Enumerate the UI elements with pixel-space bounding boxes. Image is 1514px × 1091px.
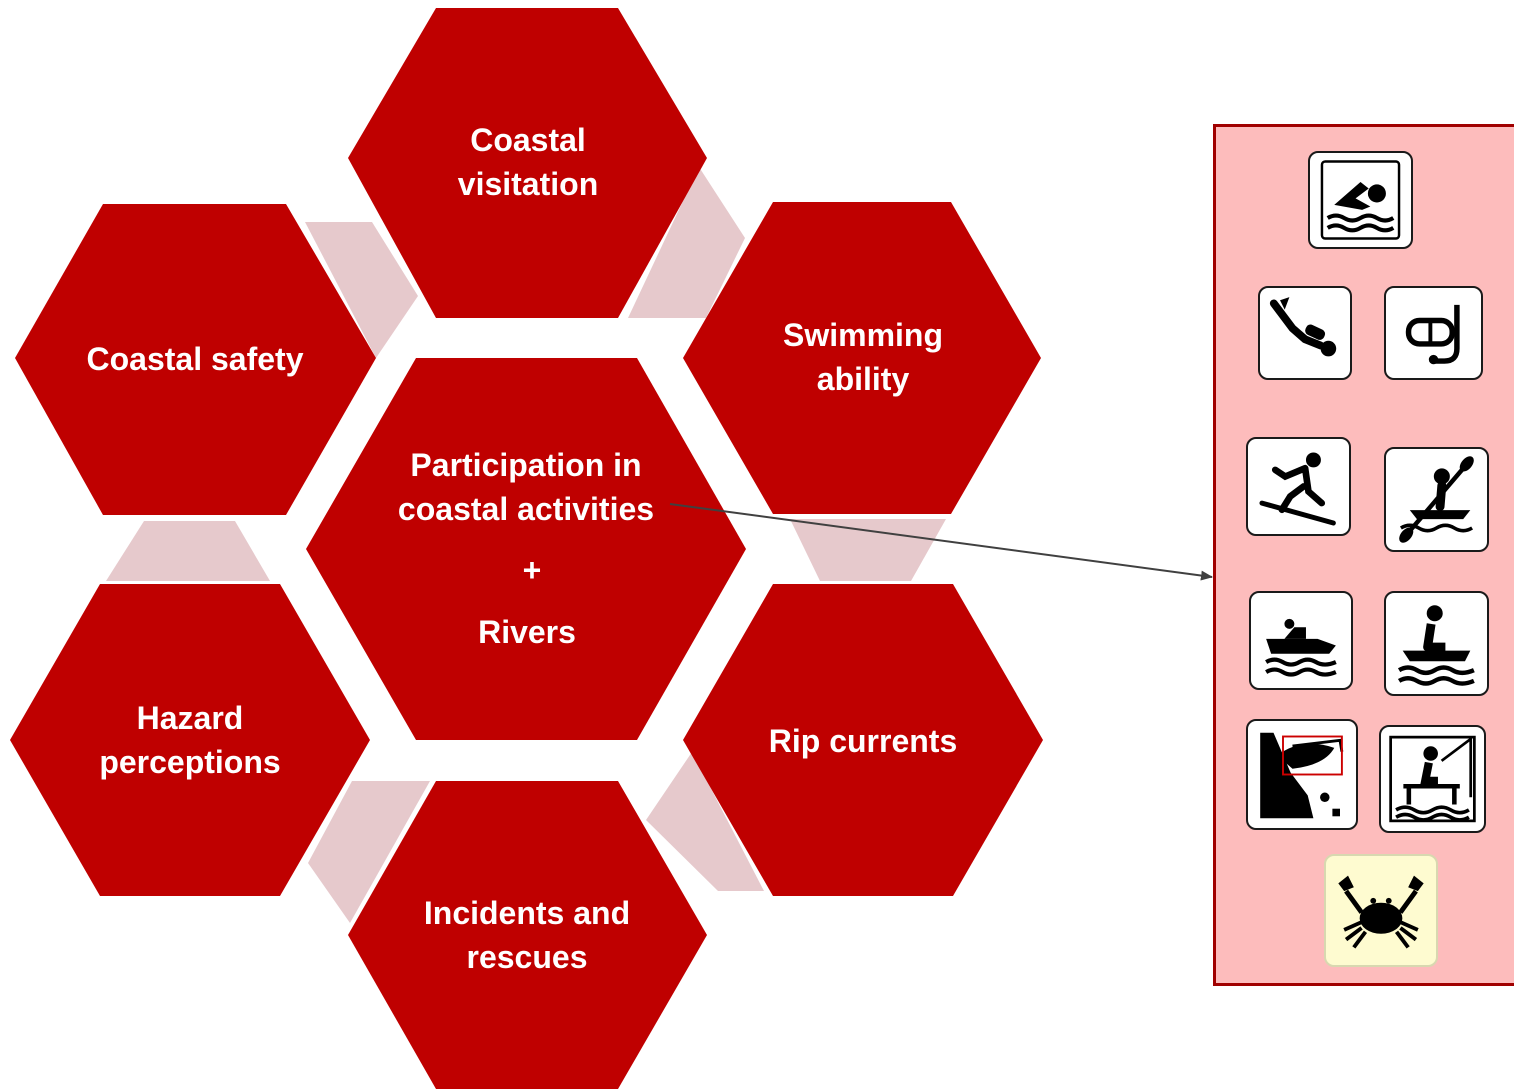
hexagon-top: Coastal visitation xyxy=(348,8,707,318)
connector-left xyxy=(106,521,270,581)
crabbing-icon xyxy=(1324,854,1438,967)
hexagon-top-label-line1: Coastal xyxy=(470,122,586,158)
hexagon-top-left-label: Coastal safety xyxy=(87,341,304,377)
motor-boating-icon xyxy=(1249,591,1353,690)
hexagon-top-left: Coastal safety xyxy=(15,204,376,515)
snorkel-mask-icon xyxy=(1384,286,1483,380)
hexagon-top-right-label-line1: Swimming xyxy=(783,317,943,353)
hexagon-bottom-label-line2: rescues xyxy=(467,939,588,975)
kayaking-icon xyxy=(1384,447,1489,552)
hexagon-center-label-line2: coastal activities xyxy=(398,491,654,527)
hexagon-bottom-left: Hazard perceptions xyxy=(10,584,370,896)
swimming-icon xyxy=(1308,151,1413,249)
surfing-icon xyxy=(1246,437,1351,536)
hexagon-top-right-label-line2: ability xyxy=(817,361,910,397)
hexagon-bottom: Incidents and rescues xyxy=(348,781,707,1089)
jet-ski-icon xyxy=(1384,591,1489,696)
hexagon-center-label-line1: Participation in xyxy=(410,447,641,483)
connector-bottom-right xyxy=(646,752,764,891)
connector-right xyxy=(790,519,946,581)
hexagon-center: Participation in coastal activities + Ri… xyxy=(306,358,746,740)
hexagon-bottom-left-label-line1: Hazard xyxy=(137,700,244,736)
hexagon-top-label-line2: visitation xyxy=(458,166,598,202)
connector-top-left xyxy=(305,222,418,358)
hexagon-bottom-right: Rip currents xyxy=(683,584,1043,896)
rock-fishing-icon xyxy=(1246,719,1358,830)
activities-arrow xyxy=(669,503,1213,581)
hexagon-top-right: Swimming ability xyxy=(683,202,1041,514)
jetty-fishing-icon xyxy=(1379,725,1486,833)
connector-bottom-left xyxy=(308,781,430,923)
hexagon-bottom-right-label: Rip currents xyxy=(769,723,957,759)
connector-top-right xyxy=(628,167,745,318)
hexagon-connectors xyxy=(106,167,946,923)
hexagon-center-label-line4: Rivers xyxy=(478,614,576,650)
hexagon-bottom-left-label-line2: perceptions xyxy=(99,744,280,780)
hexagon-bottom-label-line1: Incidents and xyxy=(424,895,630,931)
coastal-activities-panel xyxy=(1213,124,1514,986)
hexagon-center-label-plus: + xyxy=(523,552,542,588)
scuba-diving-icon xyxy=(1258,286,1352,380)
